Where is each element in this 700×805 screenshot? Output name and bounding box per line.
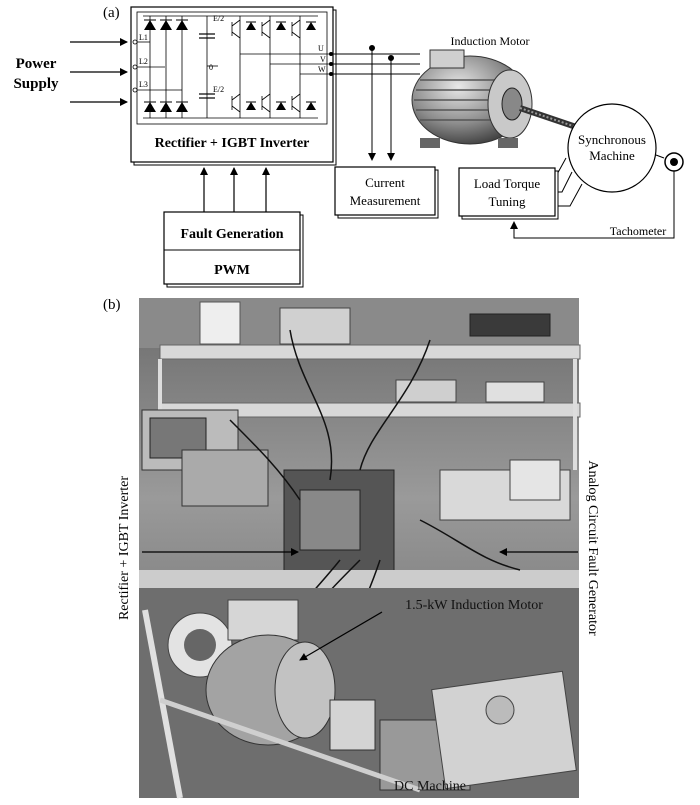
rectifier-inverter-block: L1 L2 L3 E/2 0 E/2 — [130, 6, 337, 166]
dc-machine-label: DC Machine — [394, 779, 466, 794]
bus-mid-label: 0 — [209, 63, 213, 72]
panel-b-label: (b) — [103, 297, 121, 313]
load-torque-block: Load Torque Tuning — [458, 167, 559, 220]
output-v: V — [320, 55, 326, 64]
pwm-label: PWM — [214, 263, 250, 278]
induction-motor-label: Induction Motor — [451, 34, 530, 48]
phase-l2: L2 — [139, 57, 148, 66]
test-bench-photo — [139, 298, 581, 799]
tachometer: Tachometer — [510, 152, 684, 239]
photo-annotations: Rectifier + IGBT Inverter Analog Circuit… — [117, 460, 600, 794]
phase-l1: L1 — [139, 33, 148, 42]
current-measurement-label-2: Measurement — [350, 193, 421, 208]
fault-generation-label: Fault Generation — [180, 227, 283, 242]
induction-motor: Induction Motor — [411, 34, 586, 148]
inverter-side-label: Rectifier + IGBT Inverter — [117, 476, 132, 620]
power-supply-label-1: Power — [16, 56, 57, 72]
synchronous-machine-label-2: Machine — [589, 148, 635, 163]
output-w: W — [318, 65, 326, 74]
load-torque-label-1: Load Torque — [474, 176, 541, 191]
fault-generation-block: Fault Generation PWM — [163, 167, 304, 288]
synchronous-machine-label-1: Synchronous — [578, 132, 646, 147]
current-measurement-block: Current Measurement — [334, 166, 439, 219]
bus-bottom-label: E/2 — [213, 85, 224, 94]
motor-wiring — [333, 45, 420, 161]
tachometer-label: Tachometer — [610, 224, 666, 238]
converter-label: Rectifier + IGBT Inverter — [155, 136, 310, 151]
power-supply: Power Supply — [13, 38, 128, 106]
panel-a-label: (a) — [103, 5, 120, 21]
load-torque-label-2: Tuning — [488, 194, 526, 209]
fault-generator-side-label: Analog Circuit Fault Generator — [585, 460, 600, 636]
synchronous-machine: Synchronous Machine — [536, 103, 665, 207]
current-measurement-label-1: Current — [365, 175, 405, 190]
output-u: U — [318, 44, 324, 53]
bus-top-label: E/2 — [213, 14, 224, 23]
phase-l3: L3 — [139, 80, 148, 89]
motor-photo-label: 1.5-kW Induction Motor — [405, 598, 543, 613]
power-supply-label-2: Supply — [13, 76, 59, 92]
